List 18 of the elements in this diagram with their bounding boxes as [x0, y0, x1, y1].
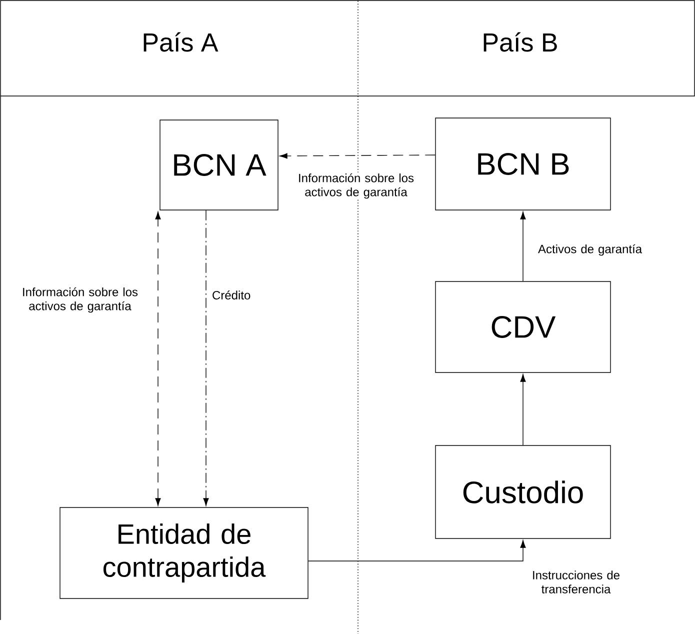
arrow	[155, 212, 161, 506]
arrow	[520, 212, 526, 282]
edge-label: Crédito	[212, 290, 250, 300]
edge-label: Activos de garantía	[538, 244, 642, 256]
arrow	[520, 374, 526, 446]
process-box: BCN A	[160, 120, 278, 210]
process-box: Custodio	[435, 445, 611, 539]
process-box: BCN B	[435, 118, 611, 210]
column-heading: País B	[484, 32, 557, 52]
arrow	[203, 210, 209, 506]
arrow	[308, 540, 526, 562]
edge-label: Información sobre los activos de garantía	[23, 287, 138, 313]
edge-label: Instrucciones de transferencia	[533, 570, 620, 594]
process-box: Entidad de contrapartida	[60, 507, 308, 599]
arrow	[280, 153, 436, 159]
process-box: CDV	[435, 281, 611, 373]
column-heading: País A	[144, 32, 218, 52]
edge-label: Información sobre los activos de garantía	[299, 173, 414, 199]
